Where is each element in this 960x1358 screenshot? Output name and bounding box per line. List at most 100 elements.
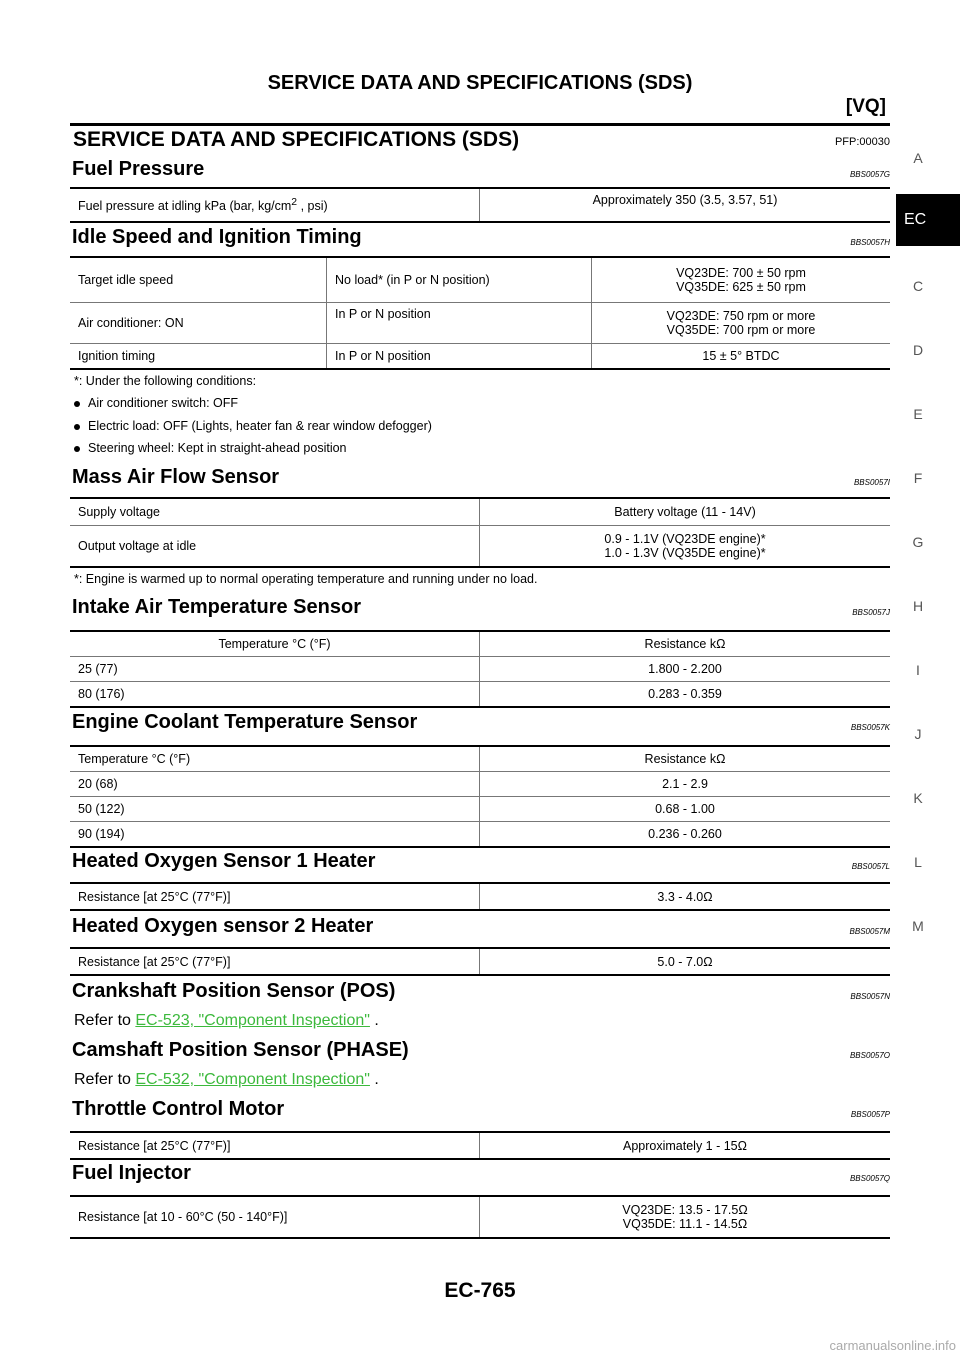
table-row: Air conditioner: ON In P or N position V… <box>70 302 890 344</box>
index-tab-m[interactable]: M <box>912 918 924 934</box>
page-header-title: SERVICE DATA AND SPECIFICATIONS (SDS) <box>267 72 693 94</box>
ckp-reference-link[interactable]: EC-523, "Component Inspection" <box>135 1012 370 1029</box>
table-row: 80 (176) 0.283 - 0.359 <box>70 681 890 708</box>
ho2s1-code: BBS0057L <box>851 862 890 871</box>
idle-value: 15 ± 5° BTDC <box>591 343 890 370</box>
table-row: Temperature °C (°F) Resistance kΩ <box>70 630 890 657</box>
idle-condition: In P or N position <box>326 302 592 344</box>
iat-temp: 25 (77) <box>70 656 480 682</box>
table-row: 25 (77) 1.800 - 2.200 <box>70 656 890 682</box>
table-row: Resistance [at 10 - 60°C (50 - 140°F)] V… <box>70 1195 890 1239</box>
ect-title: Engine Coolant Temperature Sensor <box>72 711 418 733</box>
index-tab-a[interactable]: A <box>913 150 923 166</box>
ckp-code: BBS0057N <box>850 992 890 1001</box>
cmp-reference-link[interactable]: EC-532, "Component Inspection" <box>135 1071 370 1088</box>
idle-condition: In P or N position <box>326 343 592 370</box>
index-tab-l[interactable]: L <box>914 854 922 870</box>
index-tab-k[interactable]: K <box>913 790 923 806</box>
table-row: Ignition timing In P or N position 15 ± … <box>70 343 890 370</box>
engine-label: [VQ] <box>845 96 886 117</box>
tcm-code: BBS0057P <box>850 1110 890 1119</box>
iat-temp: 80 (176) <box>70 681 480 708</box>
tcm-value: Approximately 1 - 15Ω <box>479 1131 890 1160</box>
iat-resistance: 0.283 - 0.359 <box>479 681 890 708</box>
tcm-title: Throttle Control Motor <box>72 1098 285 1120</box>
maf-item: Output voltage at idle <box>70 525 480 568</box>
idle-speed-title: Idle Speed and Ignition Timing <box>72 226 362 248</box>
table-row: Resistance [at 25°C (77°F)] Approximatel… <box>70 1131 890 1160</box>
maf-title: Mass Air Flow Sensor <box>72 466 280 488</box>
index-tab-ec-active[interactable]: EC <box>896 194 960 246</box>
idle-note: *: Under the following conditions: <box>74 374 257 388</box>
table-row: 20 (68) 2.1 - 2.9 <box>70 771 890 797</box>
iat-code: BBS0057J <box>852 608 890 617</box>
ect-resistance: 2.1 - 2.9 <box>479 771 890 797</box>
ect-resistance: 0.236 - 0.260 <box>479 821 890 848</box>
bullet-icon <box>74 423 80 430</box>
ckp-title: Crankshaft Position Sensor (POS) <box>72 980 396 1002</box>
fuel-pressure-title: Fuel Pressure <box>72 158 205 180</box>
idle-item: Target idle speed <box>70 256 327 303</box>
index-tab-c[interactable]: C <box>912 278 924 294</box>
maf-item: Supply voltage <box>70 497 480 526</box>
cmp-code: BBS0057O <box>849 1051 890 1060</box>
index-tab-j[interactable]: J <box>914 726 922 742</box>
ho2s2-title: Heated Oxygen sensor 2 Heater <box>72 915 374 937</box>
bullet-icon <box>74 400 80 407</box>
iat-header-temp: Temperature °C (°F) <box>70 630 480 657</box>
iat-title: Intake Air Temperature Sensor <box>72 596 361 618</box>
idle-item: Ignition timing <box>70 343 327 370</box>
table-row: 90 (194) 0.236 - 0.260 <box>70 821 890 848</box>
maf-code: BBS0057I <box>853 478 890 487</box>
injector-table: Resistance [at 10 - 60°C (50 - 140°F)] V… <box>70 1195 890 1239</box>
ect-table: Temperature °C (°F) Resistance kΩ 20 (68… <box>70 745 890 848</box>
index-tab-f[interactable]: F <box>913 470 923 486</box>
iat-table: Temperature °C (°F) Resistance kΩ 25 (77… <box>70 630 890 708</box>
ho2s2-label: Resistance [at 25°C (77°F)] <box>70 947 480 976</box>
fuel-pressure-value: Approximately 350 (3.5, 3.57, 51) <box>479 187 890 223</box>
ho2s1-table: Resistance [at 25°C (77°F)] 3.3 - 4.0Ω <box>70 882 890 911</box>
ho2s2-table: Resistance [at 25°C (77°F)] 5.0 - 7.0Ω <box>70 947 890 976</box>
ho2s1-title: Heated Oxygen Sensor 1 Heater <box>72 850 376 872</box>
iat-resistance: 1.800 - 2.200 <box>479 656 890 682</box>
list-item: Air conditioner switch: OFF <box>74 396 238 410</box>
table-row: Supply voltage Battery voltage (11 - 14V… <box>70 497 890 526</box>
idle-speed-table: Target idle speed No load* (in P or N po… <box>70 256 890 370</box>
idle-item: Air conditioner: ON <box>70 302 327 344</box>
index-tab-d[interactable]: D <box>912 342 924 358</box>
index-tab-e[interactable]: E <box>913 406 923 422</box>
injector-code: BBS0057Q <box>849 1174 890 1183</box>
cmp-reference: Refer to EC-532, "Component Inspection" … <box>74 1071 379 1088</box>
header-divider <box>70 123 890 126</box>
ect-header-resistance: Resistance kΩ <box>479 745 890 772</box>
table-row: Target idle speed No load* (in P or N po… <box>70 256 890 303</box>
index-tab-g[interactable]: G <box>912 534 924 550</box>
maf-table: Supply voltage Battery voltage (11 - 14V… <box>70 497 890 568</box>
tcm-label: Resistance [at 25°C (77°F)] <box>70 1131 480 1160</box>
injector-label: Resistance [at 10 - 60°C (50 - 140°F)] <box>70 1195 480 1239</box>
ect-temp: 50 (122) <box>70 796 480 822</box>
main-section-title: SERVICE DATA AND SPECIFICATIONS (SDS) <box>73 128 520 151</box>
table-row: 50 (122) 0.68 - 1.00 <box>70 796 890 822</box>
index-tab-i[interactable]: I <box>916 662 920 678</box>
maf-value: Battery voltage (11 - 14V) <box>479 497 890 526</box>
table-row: Output voltage at idle 0.9 - 1.1V (VQ23D… <box>70 525 890 568</box>
index-tab-h[interactable]: H <box>912 598 924 614</box>
fuel-pressure-code: BBS0057G <box>849 170 890 179</box>
page-number: EC-765 <box>444 1279 516 1302</box>
ho2s2-code: BBS0057M <box>849 927 890 936</box>
idle-condition: No load* (in P or N position) <box>326 256 592 303</box>
table-row: Resistance [at 25°C (77°F)] 5.0 - 7.0Ω <box>70 947 890 976</box>
ect-code: BBS0057K <box>850 723 890 732</box>
ho2s1-value: 3.3 - 4.0Ω <box>479 882 890 911</box>
ect-temp: 20 (68) <box>70 771 480 797</box>
part-code: PFP:00030 <box>834 136 890 148</box>
fuel-pressure-table: Fuel pressure at idling kPa (bar, kg/cm2… <box>70 187 890 223</box>
injector-title: Fuel Injector <box>72 1162 191 1184</box>
tcm-table: Resistance [at 25°C (77°F)] Approximatel… <box>70 1131 890 1160</box>
ect-temp: 90 (194) <box>70 821 480 848</box>
list-item: Electric load: OFF (Lights, heater fan &… <box>74 419 432 433</box>
